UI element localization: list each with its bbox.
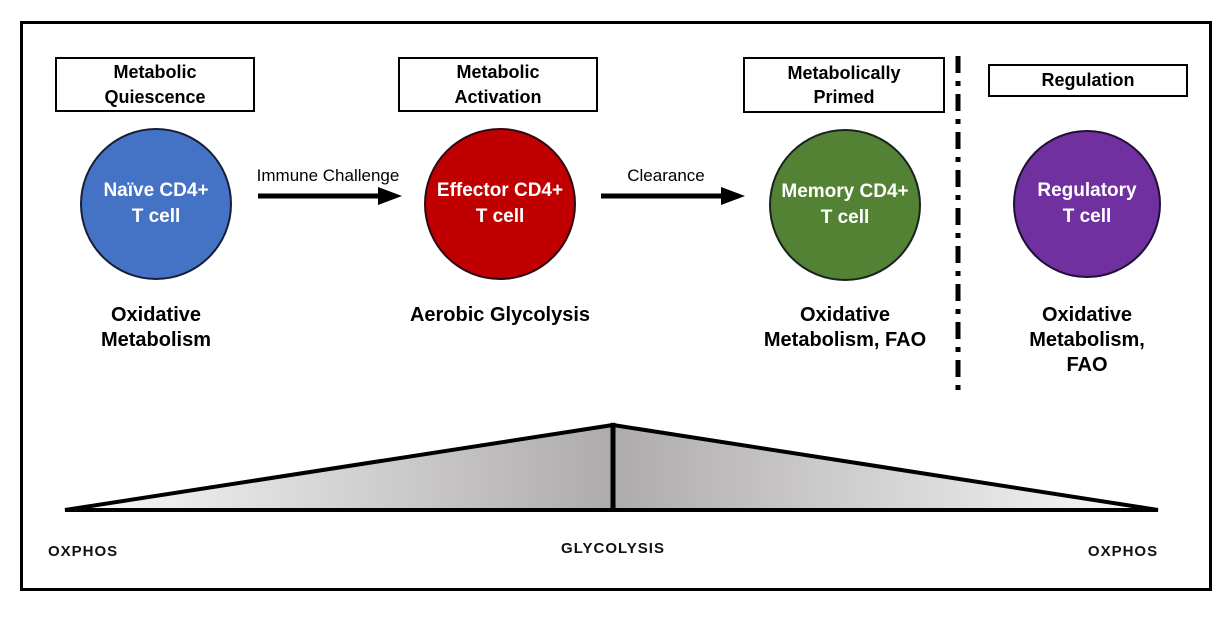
figure-border	[20, 21, 1212, 591]
metabolism-caption-regulatory: Oxidative Metabolism, FAO	[1029, 304, 1145, 376]
effector-cd4-t-cell-circle: Effector CD4+ T cell	[424, 128, 576, 280]
metabolism-caption-naive: Oxidative Metabolism	[100, 304, 212, 351]
section-header-metabolic-activation: Metabolic Activation	[398, 57, 598, 112]
regulatory-t-cell-circle: Regulatory T cell	[1013, 130, 1161, 278]
immune-challenge-label: Immune Challenge	[256, 166, 400, 185]
clearance-label: Clearance	[627, 166, 705, 185]
metabolism-caption-effector: Aerobic Glycolysis	[409, 304, 591, 326]
section-header-regulation: Regulation	[988, 64, 1188, 97]
metabolism-caption-memory: Oxidative Metabolism, FAO	[763, 304, 927, 351]
oxphos-right-label: OXPHOS	[1087, 543, 1159, 560]
section-header-metabolically-primed: Metabolically Primed	[743, 57, 945, 113]
glycolysis-label: GLYCOLYSIS	[561, 540, 665, 557]
oxphos-left-label: OXPHOS	[48, 543, 119, 560]
naive-cd4-t-cell-circle: Naïve CD4+ T cell	[80, 128, 232, 280]
section-header-metabolic-quiescence: Metabolic Quiescence	[55, 57, 255, 112]
memory-cd4-t-cell-circle: Memory CD4+ T cell	[769, 129, 921, 281]
